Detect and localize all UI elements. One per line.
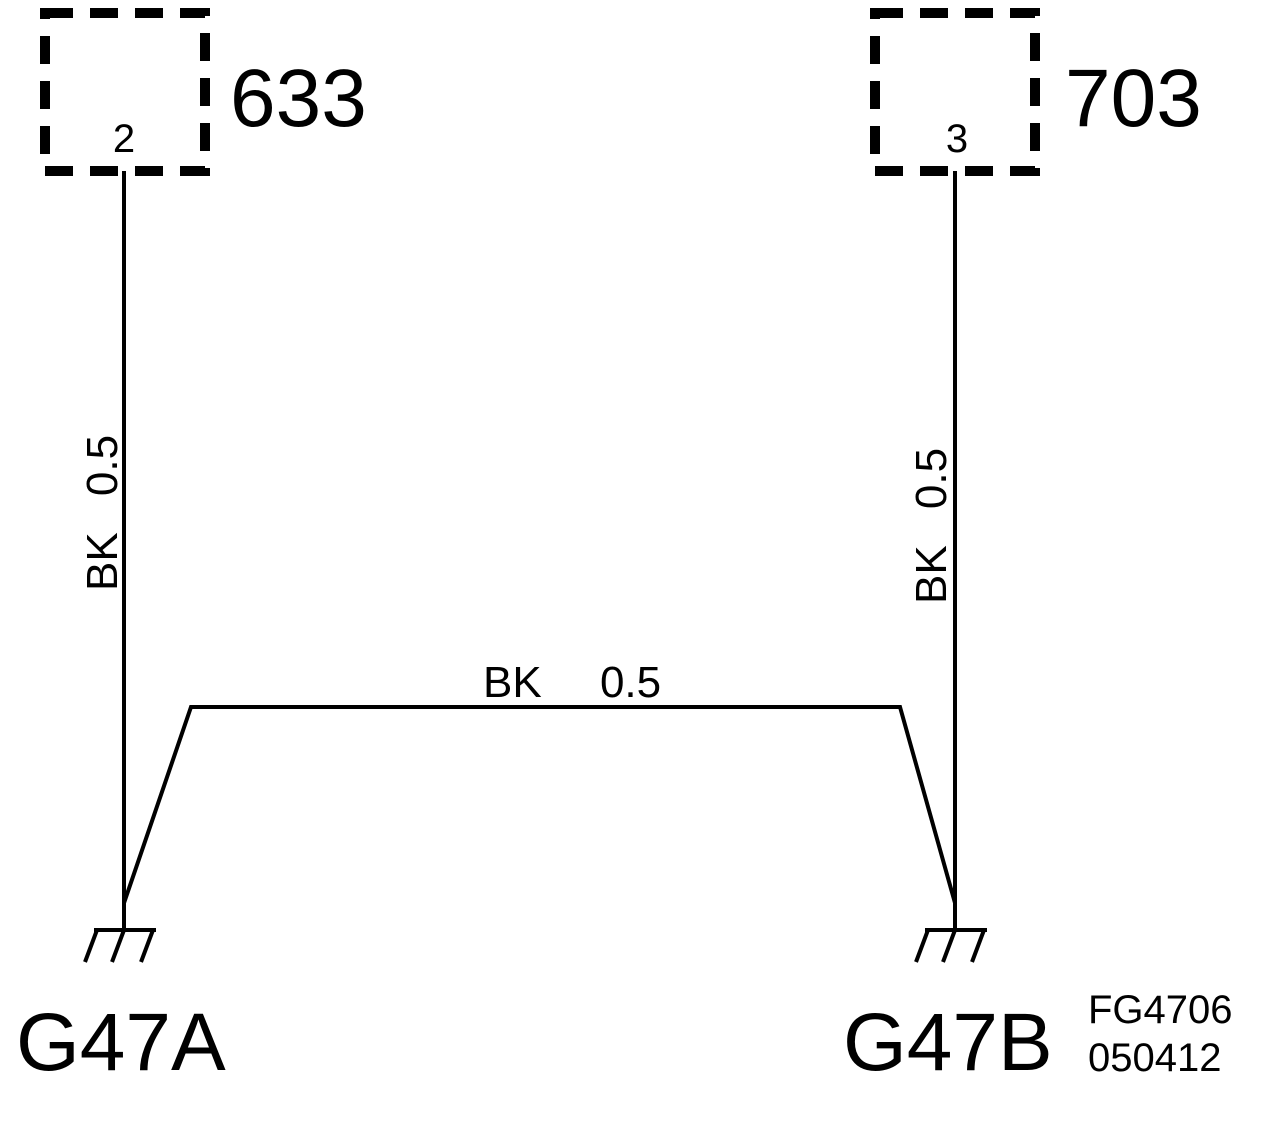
reference-line-2: 050412	[1088, 1036, 1221, 1080]
reference-line-1: FG4706	[1088, 988, 1233, 1032]
connector-703-box	[870, 8, 1040, 176]
ground-g47a[interactable]: G47A	[16, 928, 226, 1088]
wire-bridge-color: BK	[483, 658, 542, 707]
connector-633[interactable]: 2 633	[40, 8, 367, 176]
wire-right-label: BK 0.5	[907, 448, 956, 604]
wire-right-size: 0.5	[907, 448, 956, 509]
wire-left-size: 0.5	[78, 435, 127, 496]
wire-left-label: BK 0.5	[78, 435, 127, 591]
ground-symbol-icon	[83, 928, 156, 963]
wire-right-vertical[interactable]: BK 0.5	[907, 171, 957, 930]
reference-code: FG4706 050412	[1088, 988, 1233, 1080]
ground-g47b-label: G47B	[843, 997, 1053, 1088]
wire-right-color: BK	[907, 545, 956, 604]
connector-633-label: 633	[230, 53, 367, 144]
wire-bridge-size: 0.5	[600, 658, 661, 707]
connector-633-box	[40, 8, 210, 176]
connector-703-pin-label: 3	[946, 117, 968, 161]
ground-g47a-label: G47A	[16, 997, 226, 1088]
wire-left-color: BK	[78, 532, 127, 591]
connector-703[interactable]: 3 703	[870, 8, 1202, 176]
wire-bridge[interactable]: BK 0.5	[122, 658, 957, 904]
wire-bridge-label: BK 0.5	[483, 658, 661, 707]
connector-703-label: 703	[1065, 53, 1202, 144]
connector-633-pin-label: 2	[113, 117, 135, 161]
ground-g47b[interactable]: G47B	[843, 928, 1053, 1088]
wire-bridge-line	[122, 705, 957, 904]
wire-left-vertical[interactable]: BK 0.5	[78, 171, 127, 930]
ground-symbol-icon	[914, 928, 987, 963]
